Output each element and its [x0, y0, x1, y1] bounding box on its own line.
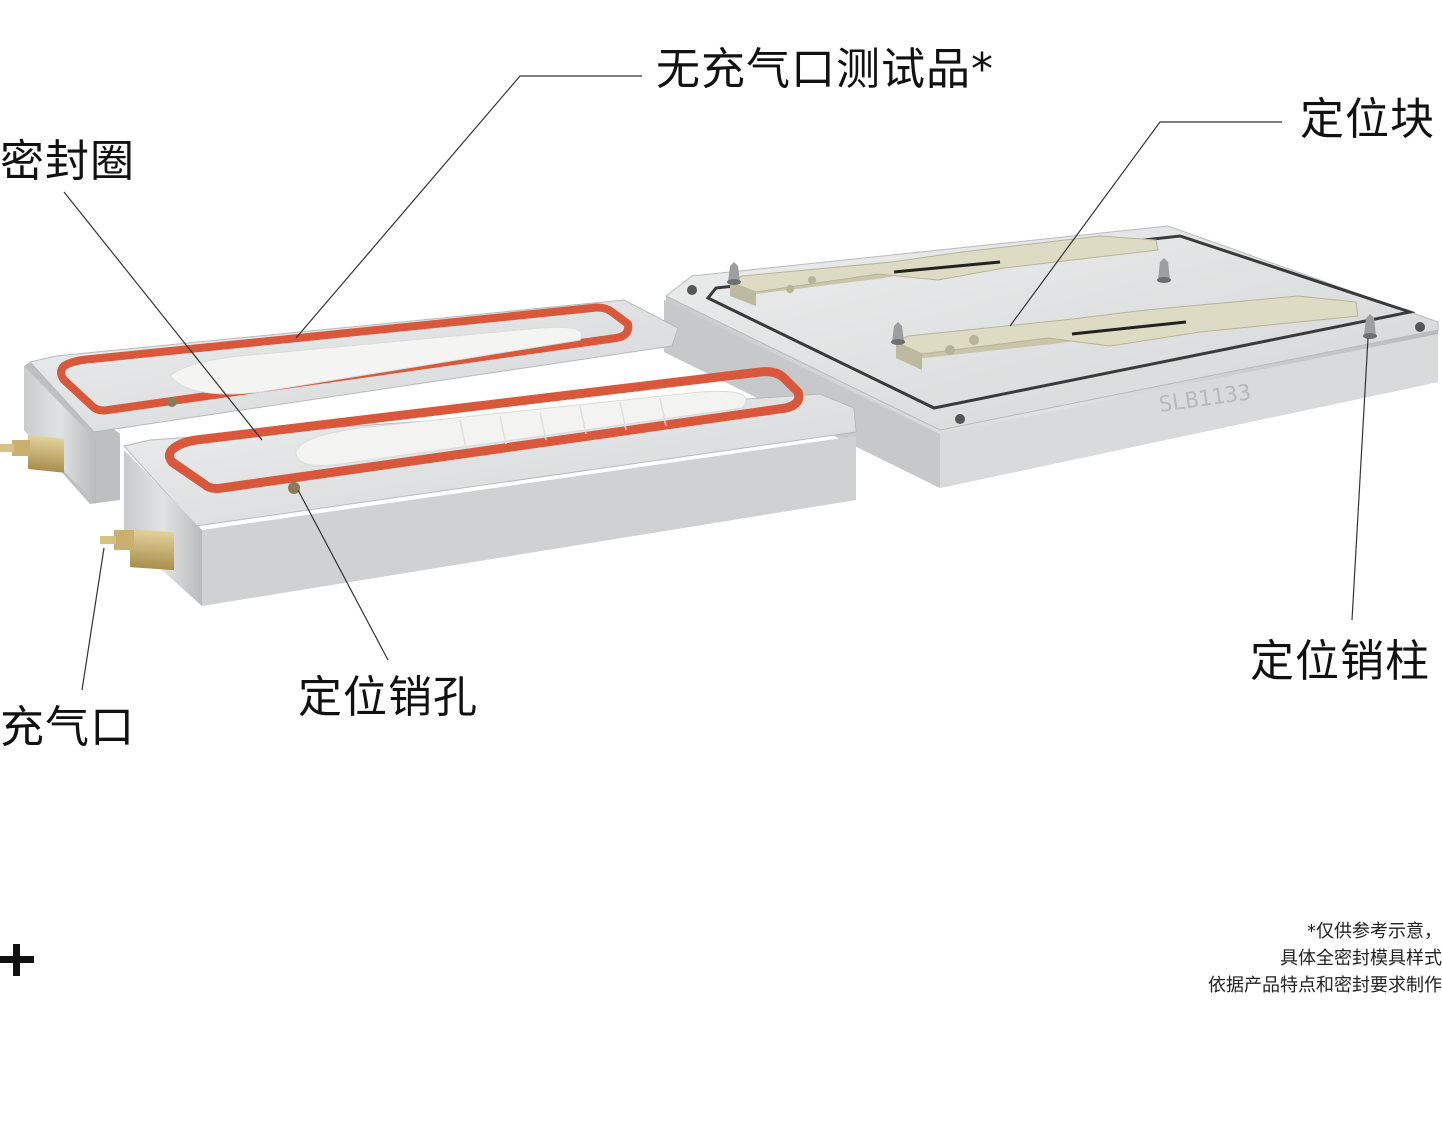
label-inflation-port: 充气口: [0, 706, 135, 750]
label-seal-ring: 密封圈: [0, 140, 135, 184]
label-locating-block: 定位块: [1300, 98, 1435, 142]
leader-test-product: [296, 76, 642, 338]
disclaimer-note: *仅供参考示意， 具体全密封模具样式 依据产品特点和密封要求制作: [1142, 918, 1442, 999]
inflation-fitting-front: [100, 529, 174, 570]
label-locating-pin-hole: 定位销孔: [298, 676, 478, 720]
label-locating-pin: 定位销柱: [1250, 640, 1430, 684]
note-line-1: *仅供参考示意，: [1142, 918, 1442, 945]
leader-inflation-port: [82, 548, 104, 690]
note-line-3: 依据产品特点和密封要求制作: [1142, 972, 1442, 999]
plus-icon: [0, 942, 36, 978]
locating-pin-1: [727, 262, 741, 285]
note-line-2: 具体全密封模具样式: [1142, 945, 1442, 972]
label-test-product: 无充气口测试品*: [656, 48, 994, 92]
inflation-fitting-back: [0, 435, 64, 473]
